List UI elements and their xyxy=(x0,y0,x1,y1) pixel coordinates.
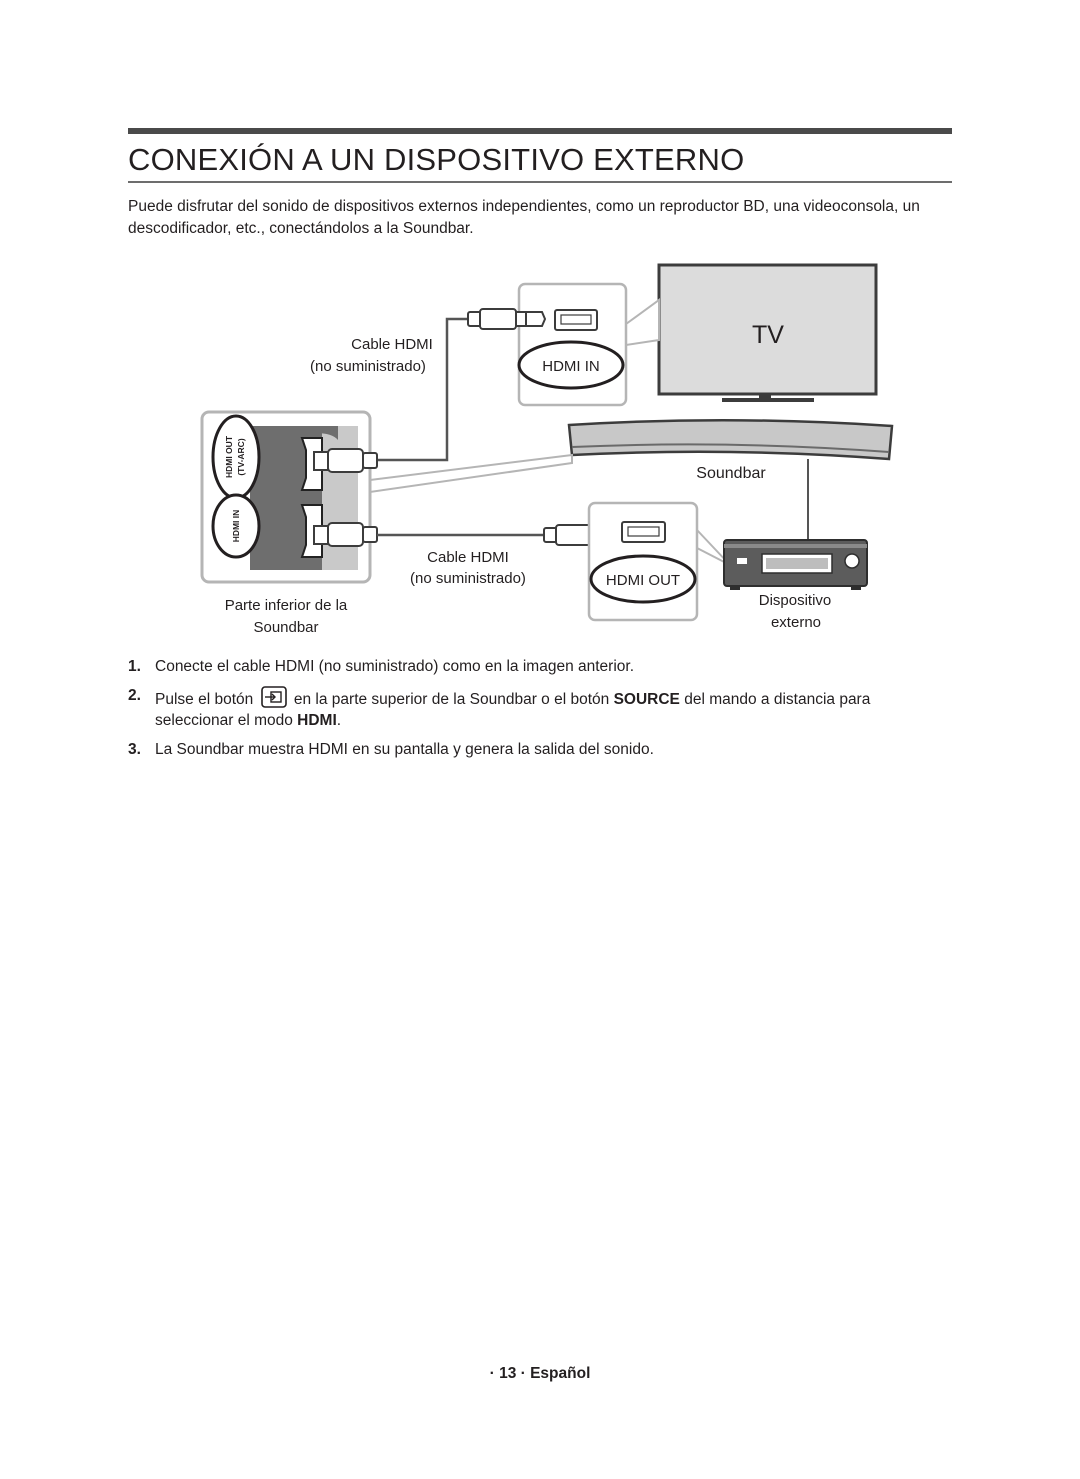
connection-diagram: TV HDMI IN Cable HDMI (no suministrado) … xyxy=(200,263,894,636)
step-number: 2. xyxy=(128,687,141,704)
cable-top-label-line2: (no suministrado) xyxy=(310,358,426,375)
source-button-name: SOURCE xyxy=(613,691,680,708)
page-footer: · 13 · Español xyxy=(489,1365,591,1382)
step-text-before-icon: Pulse el botón xyxy=(155,691,254,708)
tv-hdmi-in-callout: HDMI IN xyxy=(517,282,660,407)
port-hdmi-out-label: HDMI OUT xyxy=(224,435,234,478)
step-text: La Soundbar muestra HDMI en su pantalla … xyxy=(155,741,654,758)
cable-bottom-label-line1: Cable HDMI xyxy=(427,549,509,566)
bottom-hdmi-cable: Cable HDMI (no suministrado) xyxy=(377,524,613,587)
port-hdmi-in-label: HDMI IN xyxy=(231,510,241,543)
step-text-middle: del mando a distancia para seleccionar e… xyxy=(155,691,871,729)
source-input-icon xyxy=(260,686,287,708)
port-tv-arc-label: (TV-ARC) xyxy=(236,438,246,475)
step-number: 3. xyxy=(128,741,141,758)
cable-top-label-line1: Cable HDMI xyxy=(351,336,433,353)
device-label-line1: Dispositivo xyxy=(759,592,832,609)
external-device-illustration: Dispositivo externo xyxy=(723,539,868,631)
title-rule xyxy=(128,181,952,183)
tv-illustration: TV xyxy=(657,263,878,402)
page-title: CONEXIÓN A UN DISPOSITIVO EXTERNO xyxy=(128,142,745,177)
soundbar-bottom-label-line1: Parte inferior de la xyxy=(225,597,348,614)
soundbar-bottom-panel: HDMI OUT (TV-ARC) HDMI IN Parte inferior… xyxy=(200,410,573,636)
top-rule xyxy=(128,128,952,134)
plug-top xyxy=(313,448,378,473)
hdmi-mode-name: HDMI xyxy=(297,712,337,729)
soundbar-bottom-label-line2: Soundbar xyxy=(253,619,318,636)
soundbar-illustration: Soundbar xyxy=(567,419,894,482)
top-hdmi-cable: Cable HDMI (no suministrado) xyxy=(310,308,547,462)
step-3: 3. La Soundbar muestra HDMI en su pantal… xyxy=(128,739,928,760)
step-2: 2. Pulse el botón en la parte superior d… xyxy=(128,685,928,731)
cable-bottom-label-line2: (no suministrado) xyxy=(410,570,526,587)
device-label-line2: externo xyxy=(771,614,821,631)
plug-bottom xyxy=(313,522,378,547)
instruction-steps: 1. Conecte el cable HDMI (no suministrad… xyxy=(128,656,928,768)
step-1: 1. Conecte el cable HDMI (no suministrad… xyxy=(128,656,928,677)
step-number: 1. xyxy=(128,658,141,675)
tv-label: TV xyxy=(752,321,784,349)
step-text: Conecte el cable HDMI (no suministrado) … xyxy=(155,658,635,675)
device-hdmi-out-callout: HDMI OUT xyxy=(587,501,731,622)
hdmi-in-badge: HDMI IN xyxy=(542,358,600,375)
soundbar-label: Soundbar xyxy=(696,465,766,482)
hdmi-out-badge: HDMI OUT xyxy=(606,572,680,589)
intro-paragraph: Puede disfrutar del sonido de dispositiv… xyxy=(128,198,920,237)
step-text-end: . xyxy=(336,712,342,729)
step-text-after-icon: en la parte superior de la Soundbar o el… xyxy=(293,691,610,708)
